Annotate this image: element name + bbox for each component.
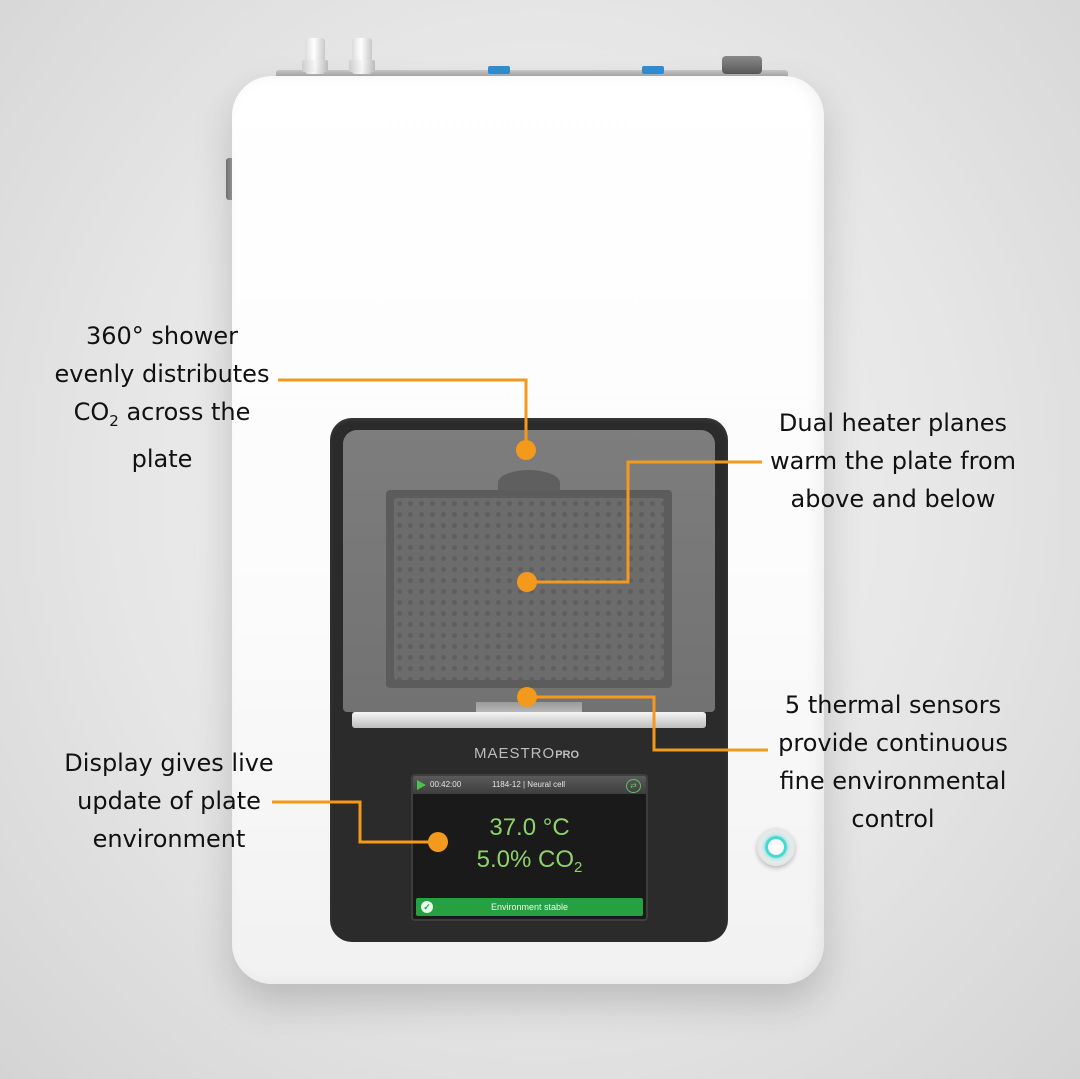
gas-outlet-port bbox=[349, 38, 375, 74]
display-callout-label: Display gives live update of plate envir… bbox=[64, 749, 274, 853]
shower-callout-dot bbox=[516, 440, 536, 460]
check-icon: ✓ bbox=[421, 901, 433, 913]
sensors-callout-label: 5 thermal sensors provide continuous fin… bbox=[778, 691, 1008, 833]
gas-inlet-port bbox=[302, 38, 328, 74]
plate-tray[interactable] bbox=[352, 712, 706, 728]
co2-readout: 5.0% CO2 bbox=[476, 846, 583, 876]
display-status-bar: 00:42:00 1184-12 | Neural cell ⇄ bbox=[413, 776, 646, 794]
touch-display[interactable]: 00:42:00 1184-12 | Neural cell ⇄ 37.0 °C… bbox=[411, 774, 648, 921]
connector-blue bbox=[642, 66, 664, 74]
brand-logo: MAESTROPRO bbox=[474, 745, 580, 762]
environment-status: Environment stable bbox=[490, 902, 569, 912]
heater-callout-line bbox=[527, 460, 762, 584]
run-name: 1184-12 | Neural cell bbox=[492, 780, 566, 789]
display-callout-line bbox=[272, 800, 438, 844]
shower-callout-label: 360° shower evenly distributes CO2 acros… bbox=[54, 322, 270, 473]
cable-connector bbox=[722, 56, 762, 74]
connection-icon: ⇄ bbox=[626, 779, 641, 793]
heater-callout-dot bbox=[517, 572, 537, 592]
connector-blue bbox=[488, 66, 510, 74]
top-rail bbox=[276, 70, 788, 78]
power-button[interactable] bbox=[757, 828, 795, 866]
run-timer: 00:42:00 bbox=[430, 780, 462, 789]
display-callout-dot bbox=[428, 832, 448, 852]
power-indicator-icon bbox=[765, 836, 787, 858]
environment-status-bar: ✓ Environment stable bbox=[416, 898, 643, 916]
shower-callout-line bbox=[278, 378, 528, 450]
sensors-callout-dot bbox=[517, 687, 537, 707]
heater-callout-label: Dual heater planes warm the plate from a… bbox=[769, 409, 1017, 513]
temperature-readout: 37.0 °C bbox=[489, 814, 570, 841]
side-port bbox=[226, 158, 236, 200]
play-icon[interactable] bbox=[417, 780, 426, 790]
sensors-callout-line bbox=[527, 695, 768, 752]
